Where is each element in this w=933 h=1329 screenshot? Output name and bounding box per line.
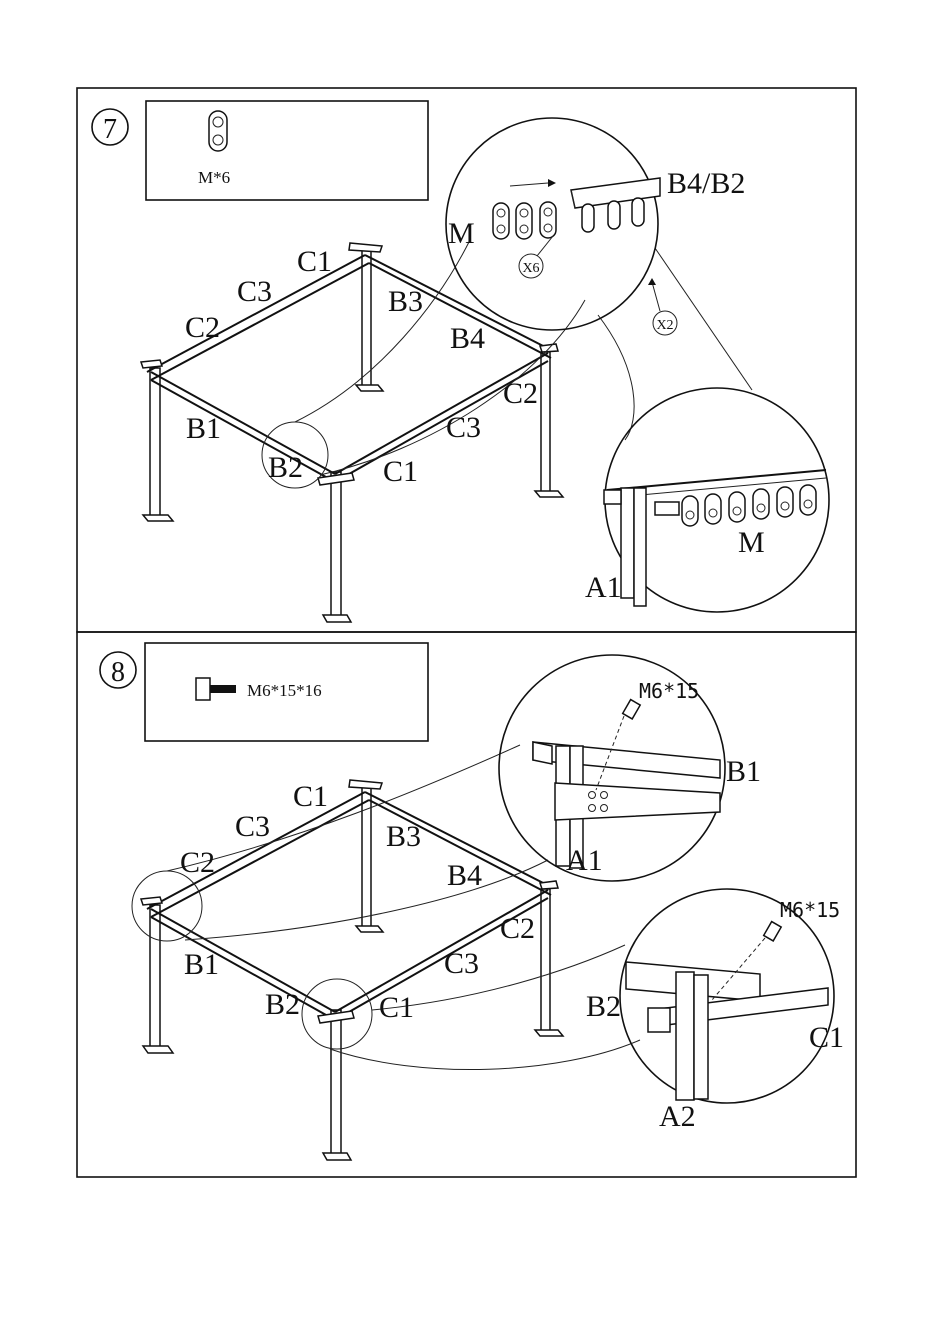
label-c3-right: C3 <box>446 411 481 444</box>
label-b4: B4 <box>450 322 485 355</box>
label8-c1: C1 <box>293 780 328 813</box>
label-c2: C2 <box>185 311 220 344</box>
label-c3: C3 <box>237 275 272 308</box>
step8-detail-a2: M6*15 B2 C1 A2 <box>586 889 844 1133</box>
label8-c3-right: C3 <box>444 947 479 980</box>
detail8b-b2-label: B2 <box>586 990 621 1023</box>
label-b2: B2 <box>268 451 303 484</box>
step8-detail-a1: M6*15 B1 A1 <box>499 655 761 881</box>
detail-label-b4b2: B4/B2 <box>667 167 745 200</box>
bolt-icon <box>196 678 236 700</box>
detail8b-screw-label: M6*15 <box>780 898 840 922</box>
detail8-screw-label: M6*15 <box>639 679 699 703</box>
post8-back-left <box>362 785 371 928</box>
step7-parts-label: M*6 <box>198 168 230 187</box>
detail-label-a1: A1 <box>585 571 622 604</box>
step7-detail-clips: M B4/B2 <box>446 118 745 335</box>
label8-b4: B4 <box>447 859 482 892</box>
post-front <box>331 472 341 618</box>
label8-c3: C3 <box>235 810 270 843</box>
post-back-right <box>541 352 550 494</box>
m-clip-icon <box>209 111 227 151</box>
post-back-left <box>362 248 371 388</box>
step7-number: 7 <box>103 114 117 145</box>
step8: 8 M6*15*16 <box>100 643 844 1160</box>
label8-c2: C2 <box>180 846 215 879</box>
step7-detail-installed: M A1 <box>585 388 829 612</box>
post8-front-left <box>150 905 160 1048</box>
screw-icon <box>596 700 640 790</box>
label-c1-bottom: C1 <box>383 455 418 488</box>
label8-b3: B3 <box>386 820 421 853</box>
detail-label-m-installed: M <box>738 526 765 559</box>
step7-frame: C1 C3 C2 B3 B4 B1 B2 C2 C3 C1 <box>141 240 752 622</box>
step7-parts-box <box>146 101 428 200</box>
label8-c2-right: C2 <box>500 912 535 945</box>
x2-marker: X2 <box>656 318 673 333</box>
x6-marker: X6 <box>522 261 539 276</box>
detail8b-a2-label: A2 <box>659 1100 696 1133</box>
detail8-b1-label: B1 <box>726 755 761 788</box>
label8-c1-bottom: C1 <box>379 991 414 1024</box>
detail8-a1-label: A1 <box>566 844 603 877</box>
label-c2-right: C2 <box>503 377 538 410</box>
step8-callout-left <box>132 871 202 941</box>
step8-panel <box>77 632 856 1177</box>
detail8b-c1-label: C1 <box>809 1021 844 1054</box>
label-b3: B3 <box>388 285 423 318</box>
step7: 7 M*6 <box>92 101 829 622</box>
label8-b2: B2 <box>265 988 300 1021</box>
label8-b1: B1 <box>184 948 219 981</box>
step8-number: 8 <box>111 657 125 688</box>
label-b1: B1 <box>186 412 221 445</box>
label-c1: C1 <box>297 245 332 278</box>
post-front-left <box>150 368 160 518</box>
post8-front <box>331 1010 341 1156</box>
post8-back-right <box>541 889 550 1033</box>
detail-label-m: M <box>448 217 475 250</box>
step8-parts-label: M6*15*16 <box>247 681 322 700</box>
